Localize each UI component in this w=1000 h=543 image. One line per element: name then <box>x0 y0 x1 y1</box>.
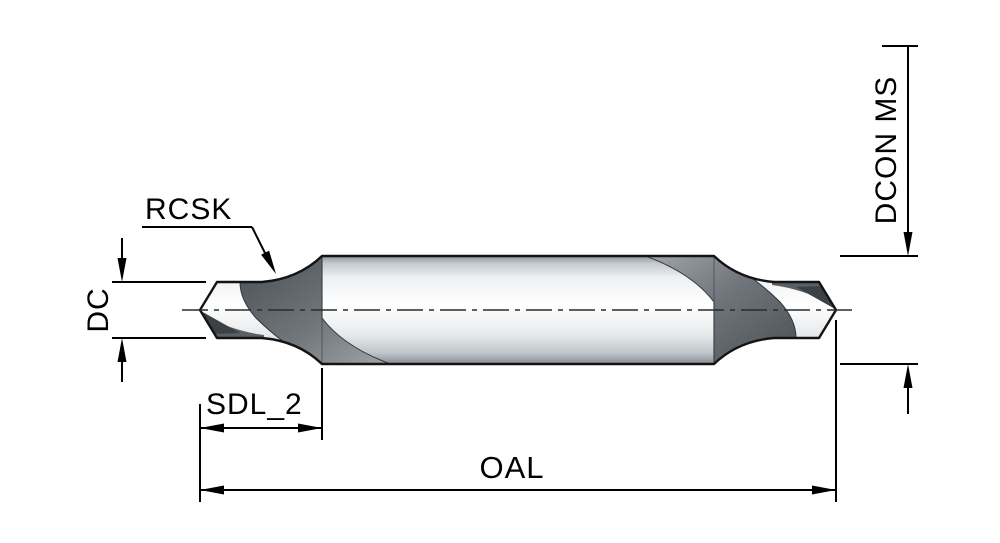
dc-label: DC <box>82 287 115 332</box>
sdl2-arrowhead-left <box>200 423 224 433</box>
dcon-arrowhead-lower <box>903 364 913 388</box>
oal-arrowhead-right <box>812 485 836 495</box>
dimension-sdl2: SDL_2 <box>199 368 323 502</box>
rcsk-callout: RCSK <box>142 193 276 274</box>
rcsk-label: RCSK <box>145 193 232 226</box>
dc-arrowhead-upper <box>117 258 127 282</box>
right-pilot-upper-shadow <box>772 280 834 304</box>
sdl2-arrowhead-right <box>298 423 322 433</box>
oal-label: OAL <box>479 450 544 485</box>
oal-arrowhead-left <box>200 485 224 495</box>
dimension-dcon-ms: DCON MS <box>840 45 918 414</box>
dimension-dc: DC <box>82 238 206 382</box>
rcsk-leader-arrowhead <box>261 250 276 274</box>
dimension-oal: OAL <box>200 320 837 502</box>
dc-arrowhead-lower <box>117 338 127 362</box>
sdl2-label: SDL_2 <box>206 388 303 421</box>
dcon-ms-label: DCON MS <box>870 76 903 225</box>
dcon-arrowhead-upper <box>903 232 913 256</box>
left-pilot-lower-shadow <box>202 316 264 340</box>
